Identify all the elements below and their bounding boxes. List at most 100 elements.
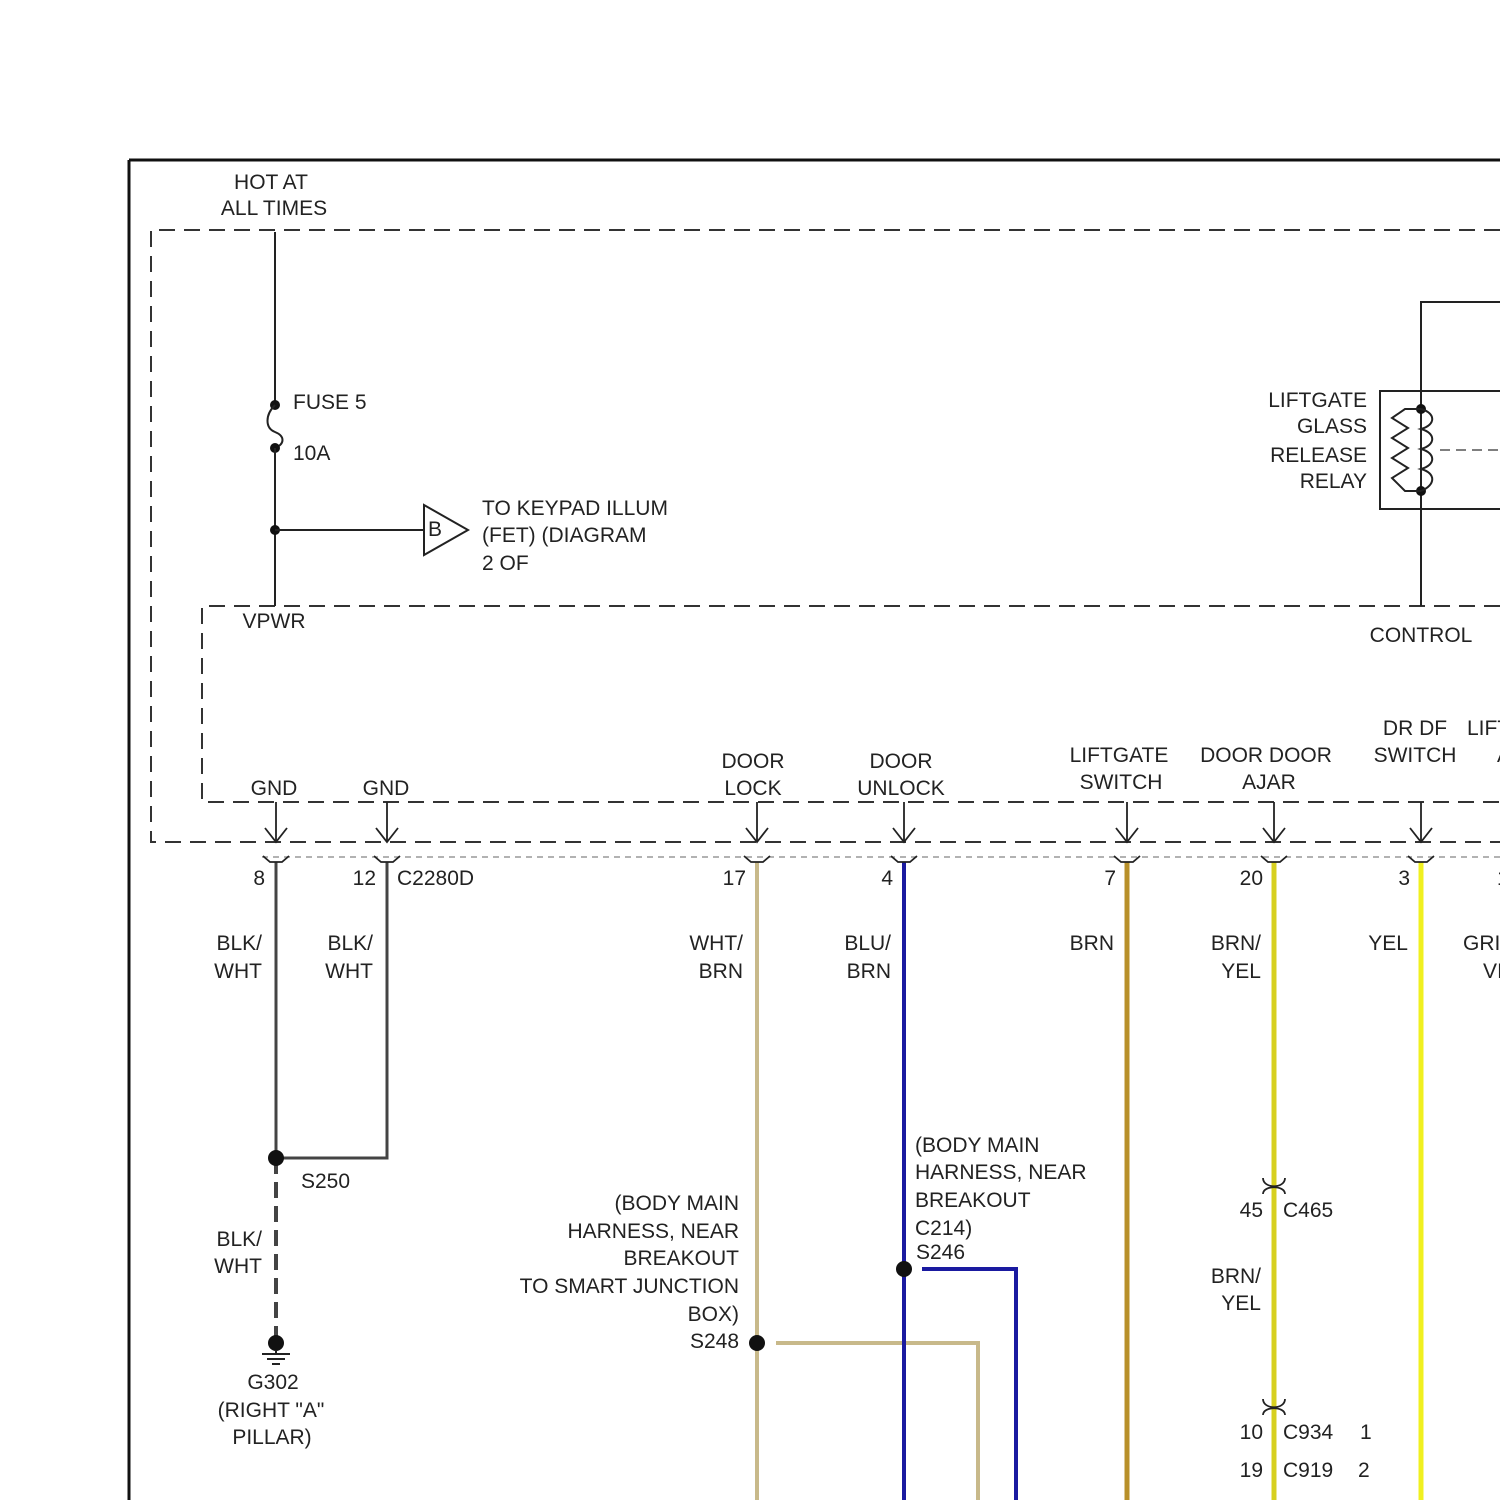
ground-g302: G302 (RIGHT "A" PILLAR) <box>218 1335 325 1449</box>
c465-pin: 45 <box>1240 1199 1263 1222</box>
wire-label-12-2: WHT <box>325 960 373 983</box>
pin-marker-8 <box>263 802 289 862</box>
connector-name: C2280D <box>397 867 474 890</box>
splice-s246-line3: BREAKOUT <box>915 1189 1031 1212</box>
wire-label-3: YEL <box>1368 932 1408 955</box>
relay-label-2: GLASS <box>1297 415 1367 438</box>
splice-s248-line1: (BODY MAIN <box>615 1192 739 1215</box>
liftgate-glass-release-relay: LIFTGATE GLASS RELEASE RELAY CONTROL <box>1268 302 1500 647</box>
wire-s246-branch <box>922 1269 1016 1500</box>
c919-pin-2: 2 <box>1358 1459 1370 1482</box>
pin-label-door-lock-1: DOOR <box>722 750 785 773</box>
wire-label-17-1: WHT/ <box>689 932 743 955</box>
wire-label-17-2: BRN <box>699 960 743 983</box>
pin-number-4: 4 <box>881 867 893 890</box>
wire-label-partial-2: VI <box>1483 960 1500 983</box>
offpage-letter: B <box>428 518 442 541</box>
wire-pin12 <box>276 862 387 1158</box>
all-times-label: ALL TIMES <box>221 197 327 220</box>
offpage-label-2: (FET) (DIAGRAM <box>482 524 646 547</box>
wire-label-8-1: BLK/ <box>216 932 262 955</box>
pin-label-door-ajar-1: DOOR DOOR <box>1200 744 1332 767</box>
splice-s248: (BODY MAIN HARNESS, NEAR BREAKOUT TO SMA… <box>520 1192 765 1353</box>
wire-s248-branch <box>776 1343 978 1500</box>
ground-icon <box>262 1350 290 1364</box>
pin-label-lift-partial: LIFT <box>1467 717 1500 740</box>
pin-number-17: 17 <box>723 867 746 890</box>
pin-label-liftgate-2: SWITCH <box>1080 771 1163 794</box>
splice-s248-line3: BREAKOUT <box>623 1247 739 1270</box>
c919-name: C919 <box>1283 1459 1333 1482</box>
vpwr-label: VPWR <box>243 610 306 633</box>
inline-connectors: 45 C465 10 C934 1 19 C919 2 <box>1240 1178 1372 1482</box>
pin-marker-4 <box>891 802 917 862</box>
wire-label-ground-1: BLK/ <box>216 1228 262 1251</box>
splice-s250: S250 <box>268 1150 350 1193</box>
pin-marker-7 <box>1114 802 1140 862</box>
wire-label-4-1: BLU/ <box>844 932 891 955</box>
pin-label-gnd-1: GND <box>251 777 298 800</box>
pin-marker-3 <box>1408 802 1434 862</box>
fuse-rating: 10A <box>293 442 330 465</box>
connector-pin-markers <box>263 802 1434 862</box>
pin-marker-20 <box>1261 802 1287 862</box>
fuse-symbol <box>268 405 283 448</box>
wire-label-20-1: BRN/ <box>1211 932 1261 955</box>
module-inner-boundary <box>202 606 1500 802</box>
wire-label-partial-1: GRI <box>1463 932 1500 955</box>
pin-marker-17 <box>744 802 770 862</box>
splice-s246-line2: HARNESS, NEAR <box>915 1161 1087 1184</box>
relay-label-1: LIFTGATE <box>1268 389 1367 412</box>
wire-label-20b-1: BRN/ <box>1211 1265 1261 1288</box>
wire-label-12-1: BLK/ <box>327 932 373 955</box>
fuse-name: FUSE 5 <box>293 391 367 414</box>
pin-label-drdf-2: SWITCH <box>1374 744 1457 767</box>
ground-location-2: PILLAR) <box>232 1426 311 1449</box>
connector-pin-numbers: 8 12 C2280D 17 4 7 20 3 1 <box>253 867 1500 890</box>
relay-label-4: RELAY <box>1300 470 1367 493</box>
wire-label-8-2: WHT <box>214 960 262 983</box>
pin-label-door-ajar-2: AJAR <box>1242 771 1296 794</box>
wire-label-4-2: BRN <box>847 960 891 983</box>
pin-label-door-unlock-1: DOOR <box>870 750 933 773</box>
offpage-label-1: TO KEYPAD ILLUM <box>482 497 668 520</box>
splice-s250-label: S250 <box>301 1170 350 1193</box>
pin-number-8: 8 <box>253 867 265 890</box>
module-pin-labels: GND GND DOOR LOCK DOOR UNLOCK LIFTGATE S… <box>251 717 1500 800</box>
wire-label-20b-2: YEL <box>1221 1292 1261 1315</box>
wire-label-7: BRN <box>1070 932 1114 955</box>
pin-number-3: 3 <box>1398 867 1410 890</box>
pin-label-drdf-1: DR DF <box>1383 717 1447 740</box>
relay-label-3: RELEASE <box>1270 444 1367 467</box>
pin-label-door-unlock-2: UNLOCK <box>857 777 945 800</box>
c919-pin: 19 <box>1240 1459 1263 1482</box>
splice-s246: (BODY MAIN HARNESS, NEAR BREAKOUT C214) … <box>896 1134 1087 1277</box>
splice-s246-name: S246 <box>916 1241 965 1264</box>
ground-name: G302 <box>247 1371 298 1394</box>
splice-s248-name: S248 <box>690 1330 739 1353</box>
c465-name: C465 <box>1283 1199 1333 1222</box>
power-feed: HOT AT ALL TIMES B FUSE 5 10A TO KEYPAD … <box>221 171 668 633</box>
wire-label-20-2: YEL <box>1221 960 1261 983</box>
relay-coil-icon <box>1392 409 1421 491</box>
splice-s248-line2: HARNESS, NEAR <box>567 1220 739 1243</box>
relay-coil-loops <box>1421 409 1432 491</box>
wires <box>276 862 1421 1500</box>
splice-s246-line1: (BODY MAIN <box>915 1134 1039 1157</box>
c934-name: C934 <box>1283 1421 1334 1444</box>
control-label: CONTROL <box>1370 624 1473 647</box>
diagram-frame <box>129 160 1500 1500</box>
hot-at-label: HOT AT <box>234 171 308 194</box>
offpage-label-3: 2 OF <box>482 552 529 575</box>
c934-pin-2: 1 <box>1360 1421 1372 1444</box>
pin-number-20: 20 <box>1240 867 1263 890</box>
pin-number-7: 7 <box>1104 867 1116 890</box>
pin-number-12: 12 <box>353 867 376 890</box>
splice-s248-line5: BOX) <box>688 1303 739 1326</box>
splice-s246-line4: C214) <box>915 1217 972 1240</box>
pin-label-gnd-2: GND <box>363 777 410 800</box>
wire-color-labels: BLK/ WHT BLK/ WHT WHT/ BRN BLU/ BRN BRN … <box>214 932 1500 1315</box>
splice-s248-line4: TO SMART JUNCTION <box>520 1275 739 1298</box>
pin-label-door-lock-2: LOCK <box>724 777 781 800</box>
